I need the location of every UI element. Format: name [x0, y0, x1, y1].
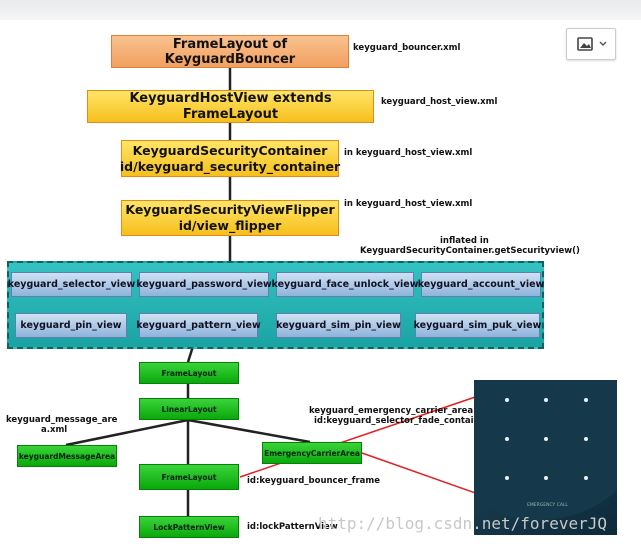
security-view-account: keyguard_account_view — [418, 272, 544, 297]
inflated-note-line1: inflated in — [440, 236, 489, 246]
image-options-button[interactable] — [566, 28, 616, 60]
lock-pattern-view-node: LockPatternView — [139, 516, 239, 538]
security-view-face-unlock: keyguard_face_unlock_view — [272, 272, 418, 297]
message-area-node: keyguardMessageArea — [17, 445, 117, 467]
emergency-xml-note-line2: id:keyguard_selector_fade_container — [314, 416, 490, 426]
security-view-sim-puk: keyguard_sim_puk_view — [414, 313, 541, 338]
image-icon — [577, 37, 607, 51]
top-strip — [0, 0, 641, 20]
bouncer-xml-note: keyguard_bouncer.xml — [353, 43, 461, 53]
pattern-dot — [505, 398, 509, 402]
host-view-node: KeyguardHostView extends FrameLayout — [87, 90, 374, 123]
framelayout-top-node: FrameLayout — [139, 362, 239, 384]
emergency-xml-note-line1: keyguard_emergency_carrier_area.xml — [309, 406, 494, 416]
inflated-note-line2: KeyguardSecurityContainer.getSecurityvie… — [360, 246, 580, 256]
pattern-dot — [544, 437, 548, 441]
pattern-dot — [584, 437, 588, 441]
security-container-node: KeyguardSecurityContainer id/keyguard_se… — [119, 140, 341, 177]
emergency-carrier-area-node: EmergencyCarrierArea — [262, 442, 362, 464]
pattern-dot — [505, 476, 509, 480]
bouncer-frame-id-note: id:keyguard_bouncer_frame — [247, 476, 381, 486]
host-view-xml-note: keyguard_host_view.xml — [381, 97, 498, 107]
flipper-xml-note: in keyguard_host_view.xml — [344, 199, 473, 209]
security-view-sim-pin: keyguard_sim_pin_view — [276, 313, 401, 338]
pattern-dot — [584, 398, 588, 402]
lock-screen-preview: EMERGENCY CALL — [474, 380, 617, 535]
preview-arc-mask — [474, 380, 617, 520]
view-flipper-name: KeyguardSecurityViewFlipper — [125, 202, 335, 217]
pattern-dot — [544, 398, 548, 402]
lock-pattern-id-note: id:lockPatternView — [247, 522, 338, 532]
message-area-xml-note-line2: a.xml — [41, 425, 68, 435]
watermark: http://blog.csdn.net/foreverJQ — [318, 514, 607, 533]
framelayout-bottom-node: FrameLayout — [139, 464, 239, 490]
container-xml-note: in keyguard_host_view.xml — [344, 148, 473, 158]
security-view-selector: keyguard_selector_view — [8, 272, 135, 297]
security-container-name: KeyguardSecurityContainer — [132, 142, 328, 158]
pattern-dot — [505, 437, 509, 441]
security-view-pin: keyguard_pin_view — [15, 313, 127, 338]
view-flipper-node: KeyguardSecurityViewFlipper id/view_flip… — [121, 200, 339, 236]
linearlayout-node: LinearLayout — [139, 398, 239, 420]
pattern-dot — [584, 476, 588, 480]
emergency-call-label: EMERGENCY CALL — [527, 503, 568, 508]
view-flipper-id: id/view_flipper — [178, 218, 282, 233]
message-area-xml-note-line1: keyguard_message_are — [6, 415, 118, 425]
frame-layout-bouncer-node: FrameLayout of KeyguardBouncer — [111, 35, 349, 68]
security-view-pattern: keyguard_pattern_view — [136, 313, 261, 338]
pattern-dot — [544, 476, 548, 480]
security-view-password: keyguard_password_view — [136, 272, 272, 297]
security-container-id: id/keyguard_security_container — [119, 158, 341, 174]
